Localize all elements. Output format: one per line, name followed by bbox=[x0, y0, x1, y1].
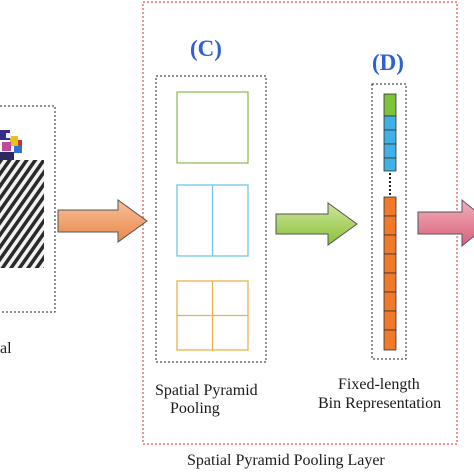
step-label-c: (C) bbox=[190, 36, 222, 62]
arrow-input-to-spp bbox=[58, 200, 147, 242]
pyramid-level-1x1 bbox=[177, 92, 248, 163]
bins-blue bbox=[384, 116, 396, 171]
bin-label-line2: Bin Representation bbox=[318, 395, 441, 413]
bins-orange bbox=[384, 197, 396, 350]
bin-green bbox=[384, 94, 396, 116]
spp-label-line1: Spatial Pyramid bbox=[155, 382, 258, 400]
step-label-d: (D) bbox=[372, 50, 404, 76]
spp-layer-label: Spatial Pyramid Pooling Layer bbox=[187, 452, 385, 470]
arrow-bins-to-output bbox=[418, 200, 474, 246]
arrow-spp-to-bins bbox=[276, 203, 357, 245]
feature-map-texture bbox=[0, 160, 44, 268]
spp-box bbox=[156, 76, 266, 362]
pyramid-level-1x2 bbox=[177, 185, 248, 256]
bin-label-line1: Fixed-length bbox=[338, 376, 420, 394]
spp-label-line2: Pooling bbox=[170, 400, 220, 418]
left-label-fragment: al bbox=[0, 340, 12, 358]
pyramid-level-2x2 bbox=[177, 281, 248, 350]
feature-map-thumbnail bbox=[0, 130, 22, 160]
